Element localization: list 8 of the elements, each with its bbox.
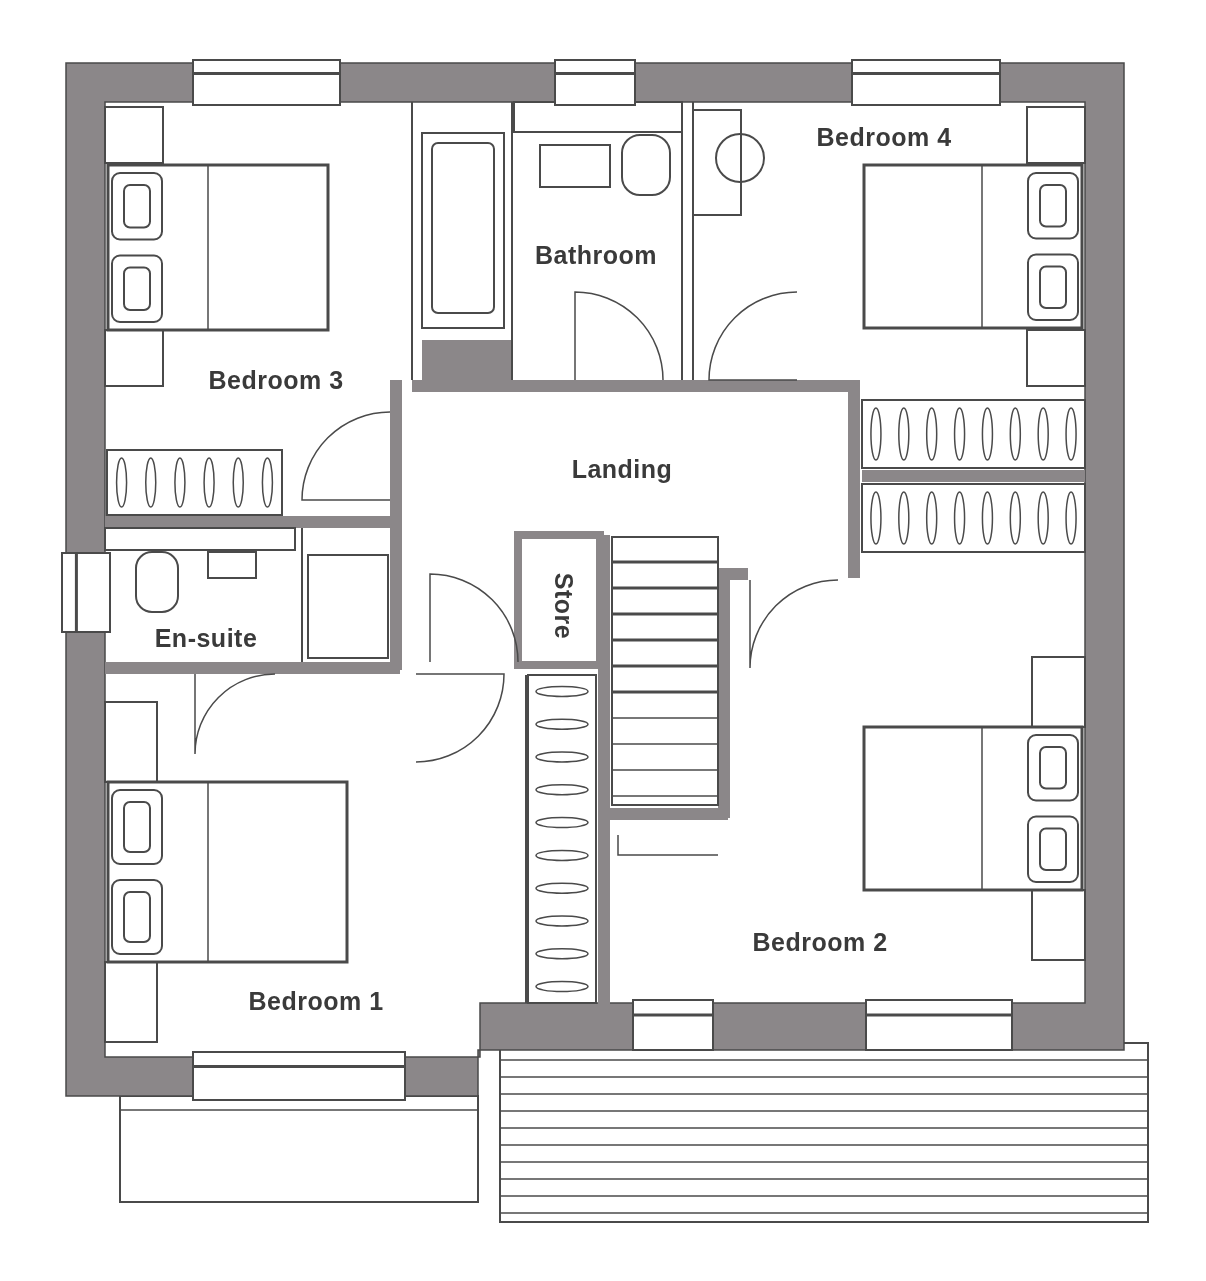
room-label: Bedroom 4 — [816, 122, 952, 152]
room-label: Bathroom — [534, 240, 658, 270]
room-label: Bedroom 1 — [248, 986, 384, 1016]
room-label: Store — [548, 572, 578, 640]
room-label: Bedroom 3 — [208, 365, 344, 395]
room-label: En-suite — [154, 623, 258, 653]
room-label: Landing — [571, 454, 673, 484]
room-label: Bedroom 2 — [752, 927, 888, 957]
